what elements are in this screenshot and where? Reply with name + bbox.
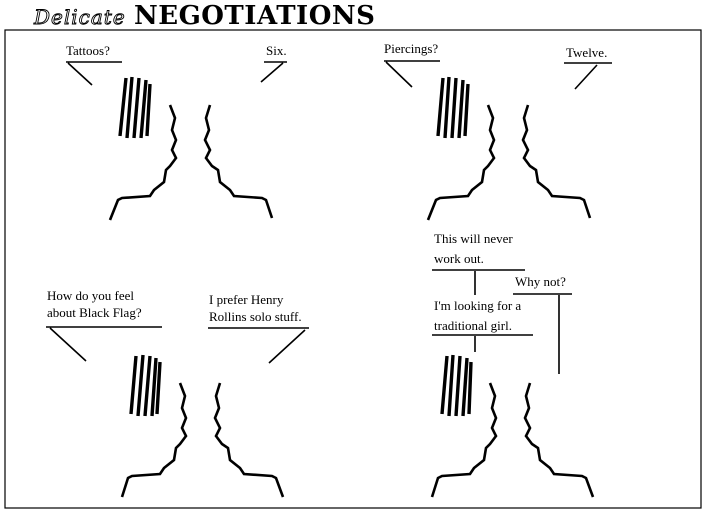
panel-3-right-profile xyxy=(213,382,285,498)
panel-border xyxy=(4,29,702,509)
panel-3-hair xyxy=(129,354,162,417)
panel-4-caption-2: Why not? xyxy=(515,274,566,289)
caption-line: This will never xyxy=(434,231,513,246)
panel-4-right-profile xyxy=(523,382,595,498)
panel-3-left-profile xyxy=(120,382,188,498)
caption-line: traditional girl. xyxy=(434,318,512,333)
panel-1-right-profile xyxy=(203,104,274,219)
panel-2: Piercings? Twelve. xyxy=(384,41,612,221)
panel-4-speech-tail-3 xyxy=(432,334,533,352)
caption-line: Six. xyxy=(266,43,287,58)
panel-4-speech-tail-2 xyxy=(513,293,572,374)
panel-4-caption-3: I'm looking for a traditional girl. xyxy=(434,298,524,333)
panel-2-speech-tail-left xyxy=(384,60,440,88)
caption-line: Tattoos? xyxy=(66,43,110,58)
panel-1-left-profile xyxy=(108,104,178,221)
panel-4-caption-1: This will never work out. xyxy=(434,231,516,266)
panel-3-speech-tail-left xyxy=(46,326,162,362)
panel-1-caption-left: Tattoos? xyxy=(66,43,110,58)
panel-4-left-profile xyxy=(430,382,498,498)
panel-3-caption-right: I prefer Henry Rollins solo stuff. xyxy=(209,292,302,324)
caption-line: about Black Flag? xyxy=(47,305,142,320)
caption-line: How do you feel xyxy=(47,288,134,303)
panel-2-speech-tail-right xyxy=(564,62,612,90)
panel-3: How do you feel about Black Flag? I pref… xyxy=(46,288,309,498)
panel-2-right-profile xyxy=(521,104,592,219)
panel-3-caption-left: How do you feel about Black Flag? xyxy=(47,288,142,320)
panel-1: Tattoos? Six. xyxy=(66,43,287,221)
panel-4-speech-tail-1 xyxy=(432,269,525,295)
caption-line: Why not? xyxy=(515,274,566,289)
caption-line: I'm looking for a xyxy=(434,298,521,313)
panel-2-hair xyxy=(436,76,470,139)
panel-3-speech-tail-right xyxy=(208,327,309,364)
panel-4-hair xyxy=(440,354,473,417)
panel-2-caption-right: Twelve. xyxy=(566,45,607,60)
panel-1-hair xyxy=(118,76,152,139)
caption-line: work out. xyxy=(434,251,484,266)
caption-line: Rollins solo stuff. xyxy=(209,309,302,324)
panel-1-speech-tail-right xyxy=(260,61,287,83)
panel-2-caption-left: Piercings? xyxy=(384,41,438,56)
panel-1-speech-tail-left xyxy=(66,61,122,86)
caption-line: I prefer Henry xyxy=(209,292,284,307)
panel-1-caption-right: Six. xyxy=(266,43,287,58)
panel-4: This will never work out. Why not? I'm l… xyxy=(430,231,595,498)
title-script-word: Delicate xyxy=(33,5,126,29)
caption-line: Twelve. xyxy=(566,45,607,60)
caption-line: Piercings? xyxy=(384,41,438,56)
panel-2-left-profile xyxy=(426,104,496,221)
title-bold-word: NEGOTIATIONS xyxy=(134,1,375,31)
